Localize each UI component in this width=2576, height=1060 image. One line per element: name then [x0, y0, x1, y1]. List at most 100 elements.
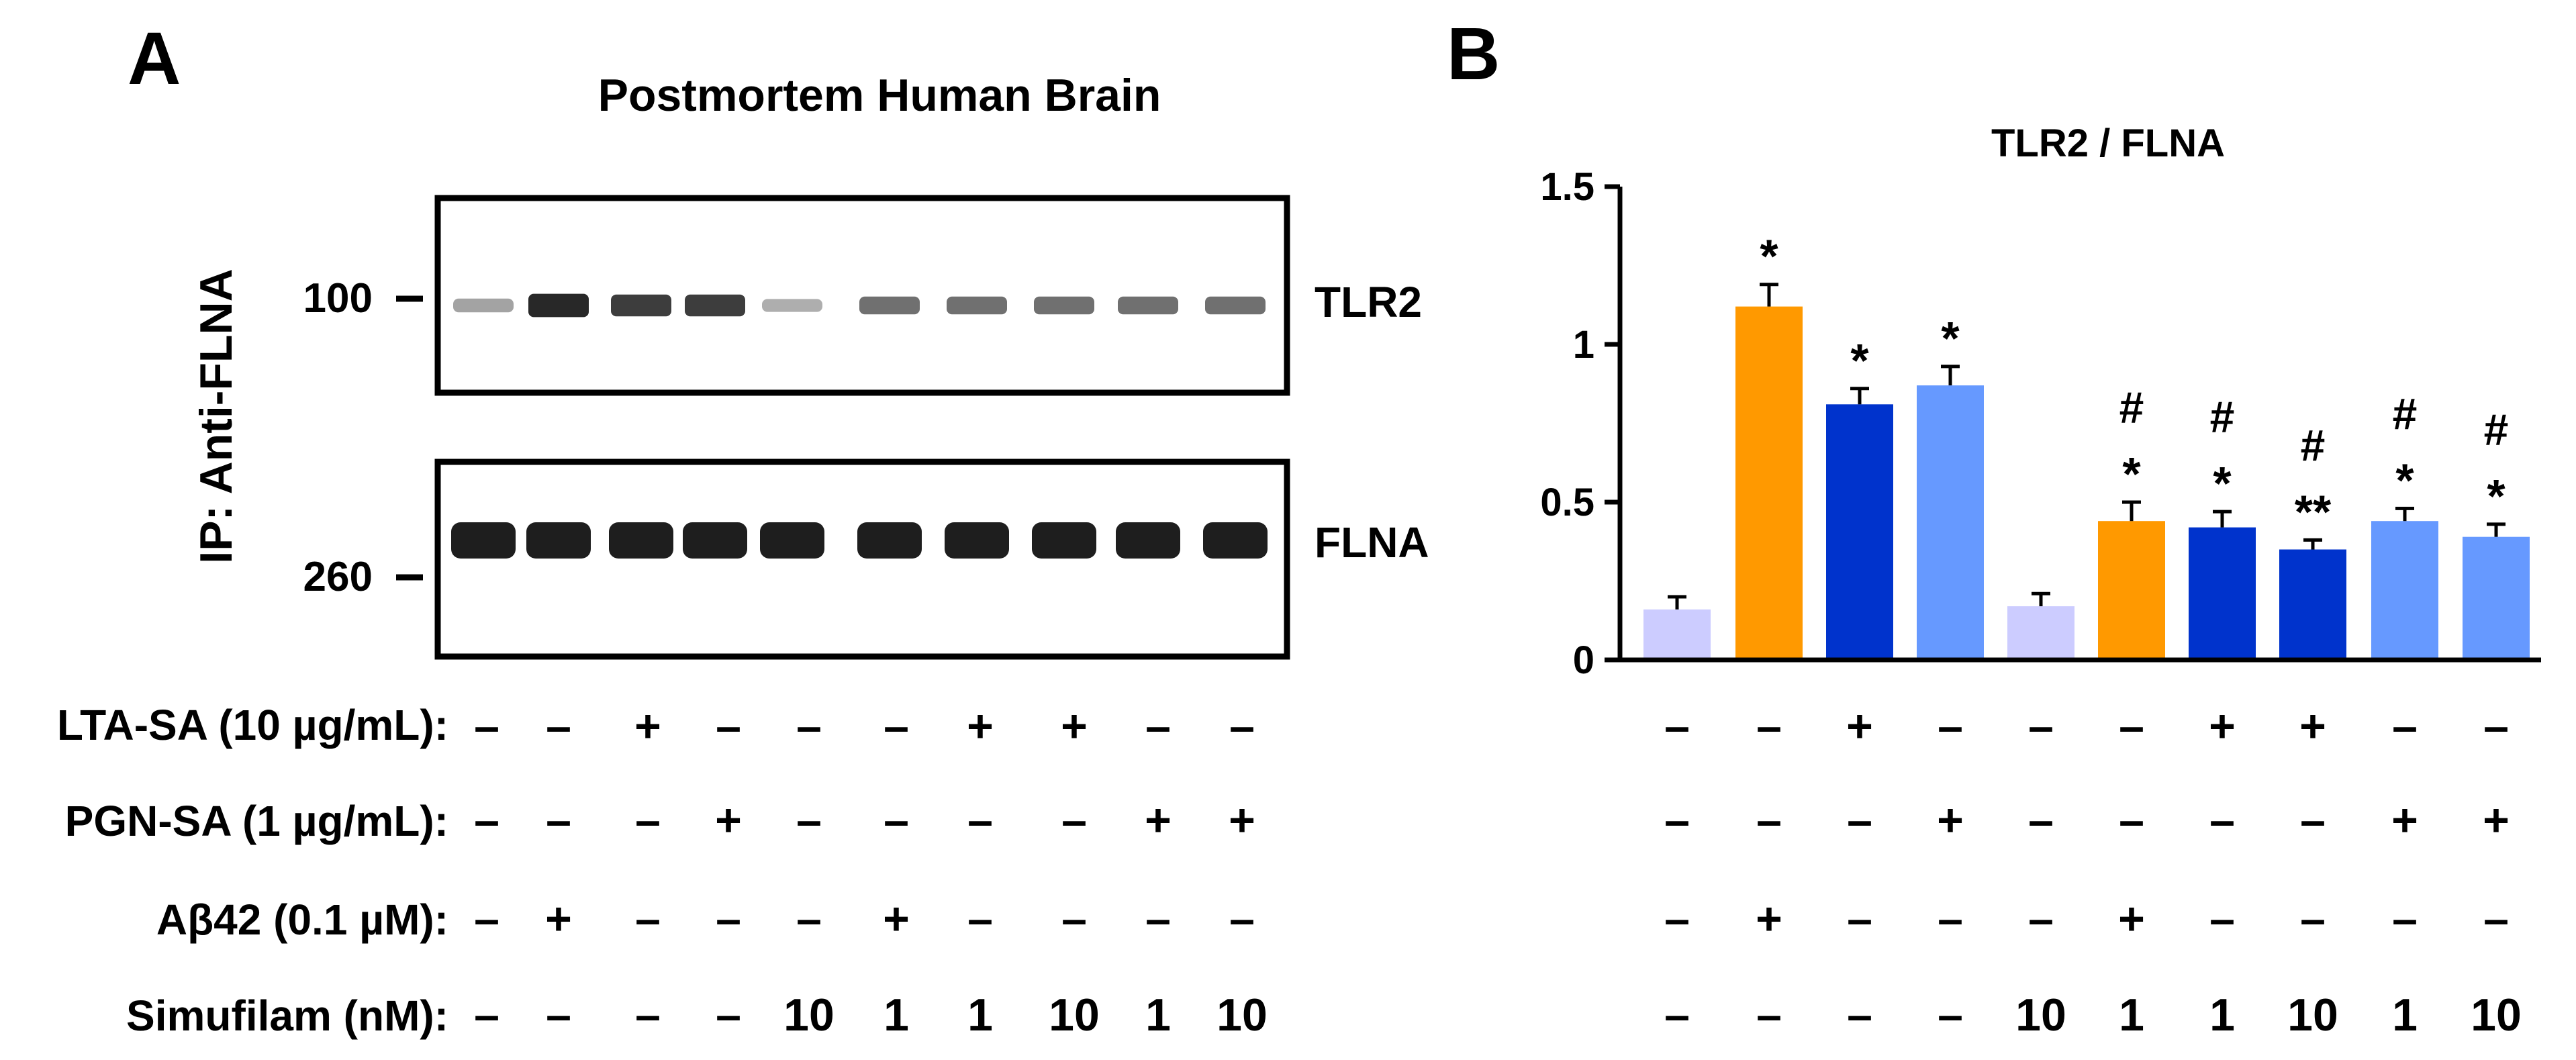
significance-star: * — [1760, 230, 1778, 283]
bar — [2371, 521, 2438, 660]
flna-band — [945, 522, 1009, 559]
row-label-lta: LTA-SA (10 µg/mL): — [57, 701, 448, 749]
panel-b-condition-cell: – — [2392, 894, 2418, 945]
tlr2-band — [611, 294, 671, 317]
panel-b-condition-cell: – — [1664, 795, 1690, 846]
panel-b-condition-cell: 10 — [2471, 990, 2522, 1041]
panel-a-condition-cell: – — [716, 990, 741, 1041]
panel-a-condition-cell: – — [474, 701, 499, 752]
panel-a-condition-cell: 10 — [1217, 990, 1268, 1041]
bar — [2463, 536, 2530, 660]
panel-b-condition-cell: 1 — [2209, 990, 2235, 1041]
panel-a-condition-cell: – — [546, 701, 571, 752]
panel-b-letter: B — [1447, 13, 1500, 95]
panel-a-condition-cell: – — [1229, 894, 1255, 945]
bar — [2279, 549, 2346, 660]
panel-b-condition-cell: + — [1937, 795, 1964, 846]
panel-a-condition-cell: + — [1061, 701, 1088, 752]
panel-b-condition-cell: – — [2209, 795, 2235, 846]
tlr2-band — [1205, 296, 1266, 315]
bar — [1917, 385, 1984, 660]
panel-a-condition-cell: – — [1061, 795, 1087, 846]
panel-a-condition-cell: 10 — [783, 990, 834, 1041]
panel-a-title: Postmortem Human Brain — [598, 70, 1161, 121]
panel-b-condition-cell: – — [2119, 795, 2144, 846]
significance-star: * — [2395, 454, 2414, 506]
flna-band — [526, 522, 591, 559]
panel-b-condition-cell: – — [2028, 701, 2054, 752]
panel-a-letter: A — [128, 17, 181, 100]
significance-hash: # — [2301, 420, 2326, 470]
panel-b-condition-cell: – — [1756, 795, 1782, 846]
bar — [1826, 404, 1893, 660]
flna-label: FLNA — [1315, 518, 1429, 567]
significance-star: * — [1941, 312, 1960, 365]
panel-b-condition-cell: – — [2300, 795, 2326, 846]
ip-axis-label: IP: Anti-FLNA — [191, 269, 242, 563]
panel-b-condition-cell: – — [2300, 894, 2326, 945]
panel-a-condition-cell: 1 — [967, 990, 993, 1041]
row-label-simufilam: Simufilam (nM): — [126, 992, 448, 1040]
flna-band — [609, 522, 673, 559]
significance-marks: ****#*#**#*#*# — [1760, 230, 2508, 538]
panel-b: B TLR2 / FLNA 00.511.5 ****#*#**#*#*# ––… — [1447, 13, 2541, 1041]
significance-hash: # — [2210, 392, 2235, 442]
flna-band — [1116, 522, 1180, 559]
tlr2-band — [1118, 296, 1178, 315]
bar — [2189, 527, 2256, 660]
panel-a-condition-cell: – — [1145, 894, 1171, 945]
tlr2-band — [947, 296, 1007, 315]
bars — [1643, 306, 2530, 661]
panel-a-condition-cell: + — [715, 795, 742, 846]
tlr2-band — [685, 294, 745, 317]
panel-b-condition-cell: 1 — [2119, 990, 2144, 1041]
chart-title: TLR2 / FLNA — [1991, 122, 2225, 165]
panel-a: A Postmortem Human Brain IP: Anti-FLNA 1… — [57, 17, 1429, 1041]
y-axis: 00.511.5 — [1540, 165, 1623, 682]
significance-star: * — [2487, 470, 2506, 522]
panel-a-condition-cell: – — [884, 795, 909, 846]
panel-b-condition-cell: – — [2028, 894, 2054, 945]
panel-b-condition-cell: + — [1756, 894, 1782, 945]
panel-a-condition-cell: – — [796, 795, 822, 846]
bar — [2098, 521, 2165, 660]
panel-b-condition-cell: 1 — [2392, 990, 2418, 1041]
panel-b-condition-cell: + — [2391, 795, 2418, 846]
panel-b-condition-cell: – — [1664, 701, 1690, 752]
panel-a-condition-cell: – — [884, 701, 909, 752]
panel-b-condition-cell: – — [1938, 701, 1963, 752]
significance-star: * — [1850, 334, 1869, 387]
y-tick-label: 0.5 — [1540, 481, 1594, 524]
tlr2-band — [528, 293, 589, 318]
panel-a-condition-cell: – — [1229, 701, 1255, 752]
panel-a-condition-cell: – — [474, 894, 499, 945]
marker-260: 260 — [303, 554, 373, 600]
panel-a-condition-cell: – — [546, 990, 571, 1041]
panel-b-condition-cell: + — [2483, 795, 2510, 846]
panel-a-condition-cell: + — [1229, 795, 1255, 846]
panel-a-condition-cell: 1 — [884, 990, 909, 1041]
panel-b-condition-cell: – — [2392, 701, 2418, 752]
bar — [1735, 306, 1803, 661]
y-tick-label: 0 — [1573, 638, 1594, 682]
tlr2-band — [859, 296, 920, 315]
panel-a-condition-cell: – — [796, 701, 822, 752]
panel-a-condition-cell: 1 — [1145, 990, 1171, 1041]
panel-b-condition-cell: – — [1847, 795, 1872, 846]
flna-blot-frame — [434, 459, 1290, 660]
panel-a-condition-cell: – — [716, 701, 741, 752]
significance-star: ** — [2295, 485, 2332, 538]
panel-a-condition-cell: – — [474, 990, 499, 1041]
flna-band — [1203, 522, 1268, 559]
tlr2-band — [1034, 296, 1094, 315]
y-tick-label: 1 — [1573, 323, 1594, 367]
panel-b-condition-cell: – — [2028, 795, 2054, 846]
panel-a-condition-cell: – — [716, 894, 741, 945]
row-label-abeta: Aβ42 (0.1 µM): — [156, 896, 448, 944]
flna-band — [760, 522, 824, 559]
panel-a-condition-cell: – — [967, 894, 993, 945]
panel-b-condition-cell: – — [2119, 701, 2144, 752]
